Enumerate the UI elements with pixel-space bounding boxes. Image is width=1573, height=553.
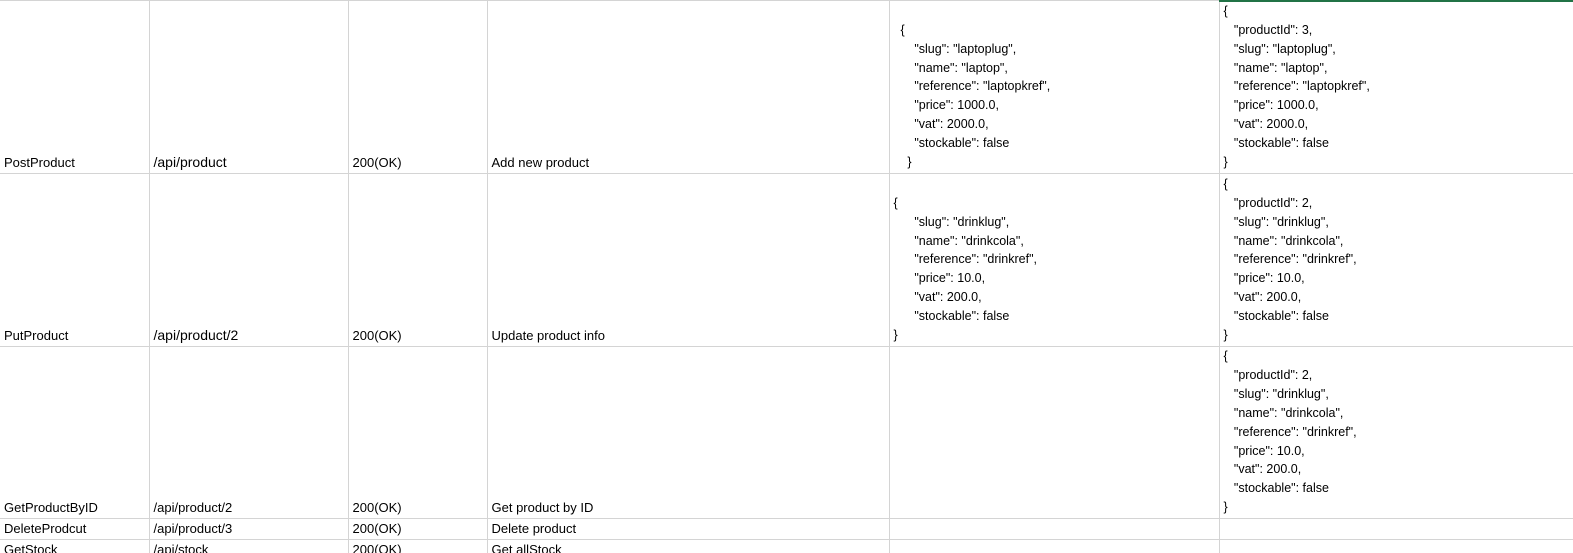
- endpoint-name-cell[interactable]: PutProduct: [0, 173, 150, 347]
- request-body-cell[interactable]: [889, 346, 1220, 520]
- endpoint-url-cell[interactable]: /api/product: [149, 0, 349, 174]
- endpoint-name-cell[interactable]: PostProduct: [0, 0, 150, 174]
- description-cell[interactable]: Add new product: [487, 0, 890, 174]
- response-body-cell[interactable]: { "productId": 2, "slug": "drinklug", "n…: [1219, 173, 1573, 347]
- table-row: GetProductByID /api/product/2 200(OK) Ge…: [0, 346, 1573, 520]
- endpoint-url-cell[interactable]: /api/product/2: [149, 173, 349, 347]
- table-row: PostProduct /api/product 200(OK) Add new…: [0, 0, 1573, 174]
- request-body-cell[interactable]: { "slug": "drinklug", "name": "drinkcola…: [889, 173, 1220, 347]
- response-body-cell[interactable]: { "productId": 3, "slug": "laptoplug", "…: [1219, 0, 1573, 174]
- endpoint-name-cell[interactable]: DeleteProdcut: [0, 518, 150, 541]
- active-cell-border: [1219, 0, 1573, 2]
- response-body-cell[interactable]: { "productId": 2, "slug": "drinklug", "n…: [1219, 346, 1573, 520]
- description-cell[interactable]: Get product by ID: [487, 346, 890, 520]
- endpoint-url-cell[interactable]: /api/product/2: [149, 346, 349, 520]
- status-cell[interactable]: 200(OK): [348, 0, 488, 174]
- request-body-cell[interactable]: [889, 518, 1220, 541]
- description-cell[interactable]: Update product info: [487, 173, 890, 347]
- endpoint-url-cell[interactable]: /api/stock: [149, 539, 349, 553]
- status-cell[interactable]: 200(OK): [348, 173, 488, 347]
- table-row: DeleteProdcut /api/product/3 200(OK) Del…: [0, 518, 1573, 541]
- response-body-cell[interactable]: [1219, 518, 1573, 541]
- status-cell[interactable]: 200(OK): [348, 518, 488, 541]
- endpoint-url-cell[interactable]: /api/product/3: [149, 518, 349, 541]
- endpoint-name-cell[interactable]: GetProductByID: [0, 346, 150, 520]
- endpoint-name-cell[interactable]: GetStock: [0, 539, 150, 553]
- description-cell[interactable]: Delete product: [487, 518, 890, 541]
- status-cell[interactable]: 200(OK): [348, 539, 488, 553]
- status-cell[interactable]: 200(OK): [348, 346, 488, 520]
- request-body-cell[interactable]: [889, 539, 1220, 553]
- table-row: PutProduct /api/product/2 200(OK) Update…: [0, 173, 1573, 347]
- response-body-cell[interactable]: [1219, 539, 1573, 553]
- request-body-cell[interactable]: { "slug": "laptoplug", "name": "laptop",…: [889, 0, 1220, 174]
- description-cell[interactable]: Get allStock: [487, 539, 890, 553]
- table-row: GetStock /api/stock 200(OK) Get allStock: [0, 539, 1573, 553]
